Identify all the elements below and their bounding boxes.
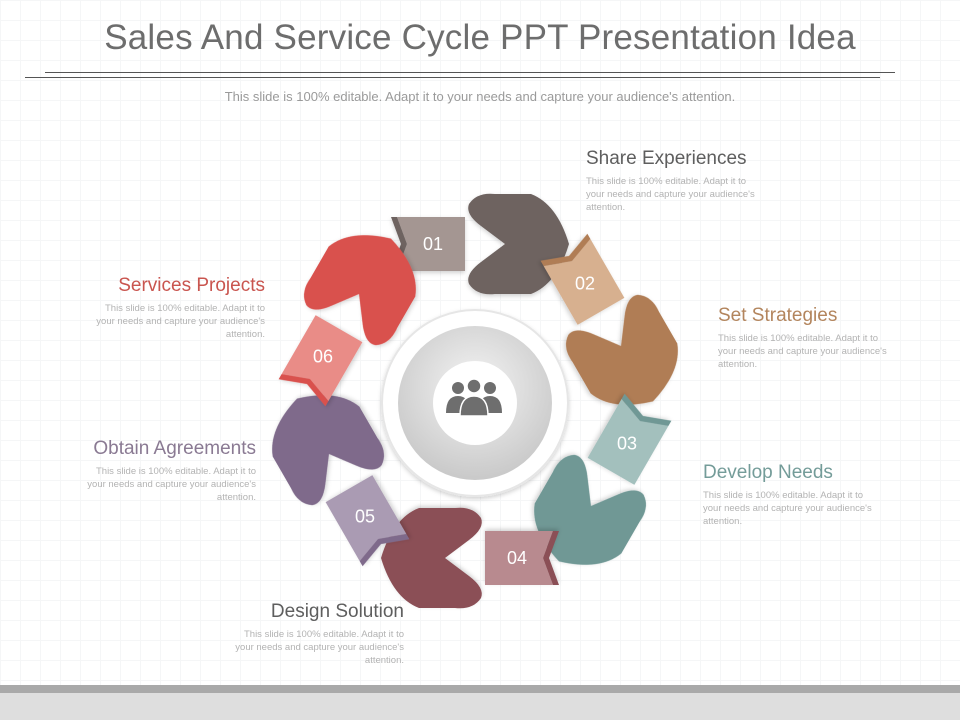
step-number-04: 04 xyxy=(507,548,527,568)
cycle-step-02 xyxy=(540,233,678,405)
arrow-head xyxy=(565,294,678,405)
step-description: This slide is 100% editable. Adapt it to… xyxy=(718,333,887,370)
step-description: This slide is 100% editable. Adapt it to… xyxy=(703,490,872,527)
step-description: This slide is 100% editable. Adapt it to… xyxy=(96,303,265,340)
arrow-tail xyxy=(485,531,553,585)
arrow-head xyxy=(303,235,416,346)
step-number-06: 06 xyxy=(313,346,333,366)
step-title: Design Solution xyxy=(270,601,404,622)
arrow-tail-edge xyxy=(540,233,591,266)
slide-subtitle: This slide is 100% editable. Adapt it to… xyxy=(224,89,736,104)
cycle-step-06 xyxy=(278,235,416,407)
step-description: This slide is 100% editable. Adapt it to… xyxy=(586,176,755,213)
step-description: This slide is 100% editable. Adapt it to… xyxy=(87,466,256,503)
step-title: Share Experiences xyxy=(586,148,747,169)
arrow-tail-edge xyxy=(278,374,329,407)
people-group-icon xyxy=(446,378,502,417)
cycle-step-01 xyxy=(391,193,569,295)
step-title: Obtain Agreements xyxy=(93,438,256,459)
step-label-04: Design Solution This slide is 100% edita… xyxy=(204,601,404,667)
arrow-head xyxy=(381,507,482,609)
step-label-02: Set Strategies This slide is 100% editab… xyxy=(718,305,918,371)
step-number-05: 05 xyxy=(355,506,375,526)
arrow-tail-edge xyxy=(543,531,559,585)
step-description: This slide is 100% editable. Adapt it to… xyxy=(235,629,404,666)
step-label-05: Obtain Agreements This slide is 100% edi… xyxy=(56,438,256,504)
slide-title: Sales And Service Cycle PPT Presentation… xyxy=(104,18,856,57)
step-title: Set Strategies xyxy=(718,305,838,326)
step-number-01: 01 xyxy=(423,234,443,254)
title-rule-bottom xyxy=(25,77,880,78)
cycle-step-05 xyxy=(272,395,410,567)
arrow-tail xyxy=(397,217,465,271)
arrow-tail xyxy=(587,398,669,485)
arrow-head xyxy=(534,454,647,565)
step-label-01: Share Experiences This slide is 100% edi… xyxy=(586,148,786,214)
arrow-tail xyxy=(281,315,363,402)
step-label-06: Services Projects This slide is 100% edi… xyxy=(65,275,265,341)
arrow-tail xyxy=(543,238,625,325)
step-number-02: 02 xyxy=(575,274,595,294)
step-label-03: Develop Needs This slide is 100% editabl… xyxy=(703,462,903,528)
step-number-03: 03 xyxy=(617,434,637,454)
arrow-head xyxy=(272,395,385,506)
arrow-tail-edge xyxy=(621,393,672,426)
title-rule-top xyxy=(45,72,895,73)
cycle-step-03 xyxy=(534,393,672,565)
cycle-step-04 xyxy=(381,507,559,609)
arrow-tail-edge xyxy=(359,534,410,567)
footer-bar-dark xyxy=(0,685,960,693)
step-title: Services Projects xyxy=(118,275,265,296)
step-title: Develop Needs xyxy=(703,462,833,483)
arrow-tail xyxy=(325,475,407,562)
footer-bar-light xyxy=(0,693,960,720)
arrow-head xyxy=(468,193,569,295)
